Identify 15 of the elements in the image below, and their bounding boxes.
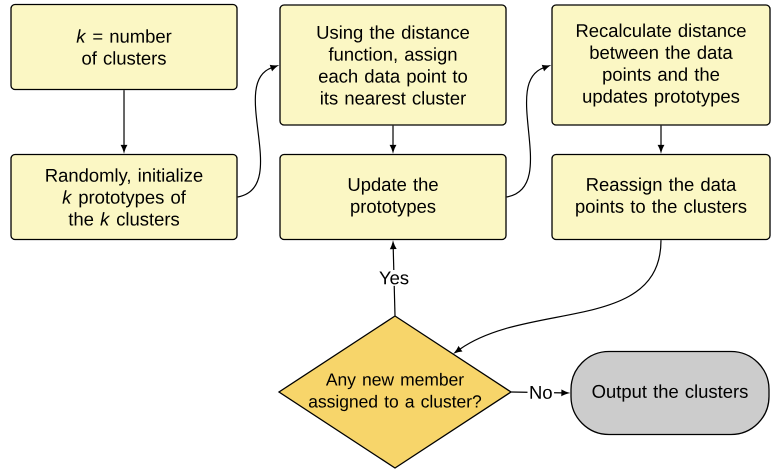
process-box: Reassign the data points to the clusters — [551, 154, 771, 240]
process-box: Using the distance function, assign each data point to its nearest cluster — [279, 4, 507, 126]
arrow — [454, 240, 662, 354]
arrow — [658, 126, 664, 152]
edge-label: Yes — [377, 270, 411, 286]
arrow — [237, 64, 278, 198]
process-box: Recalculate distance between the data points and the updates prototypes — [551, 4, 771, 126]
process-box: Update the prototypes — [279, 154, 507, 240]
arrow — [506, 64, 550, 198]
terminal-box: Output the clusters — [570, 350, 770, 436]
arrow — [390, 126, 396, 152]
process-box: Randomly, initialize k prototypes of the k clusters — [10, 154, 238, 240]
edge-label: No — [528, 384, 554, 400]
process-box: k = number of clusters — [10, 4, 238, 90]
arrow — [120, 90, 128, 152]
